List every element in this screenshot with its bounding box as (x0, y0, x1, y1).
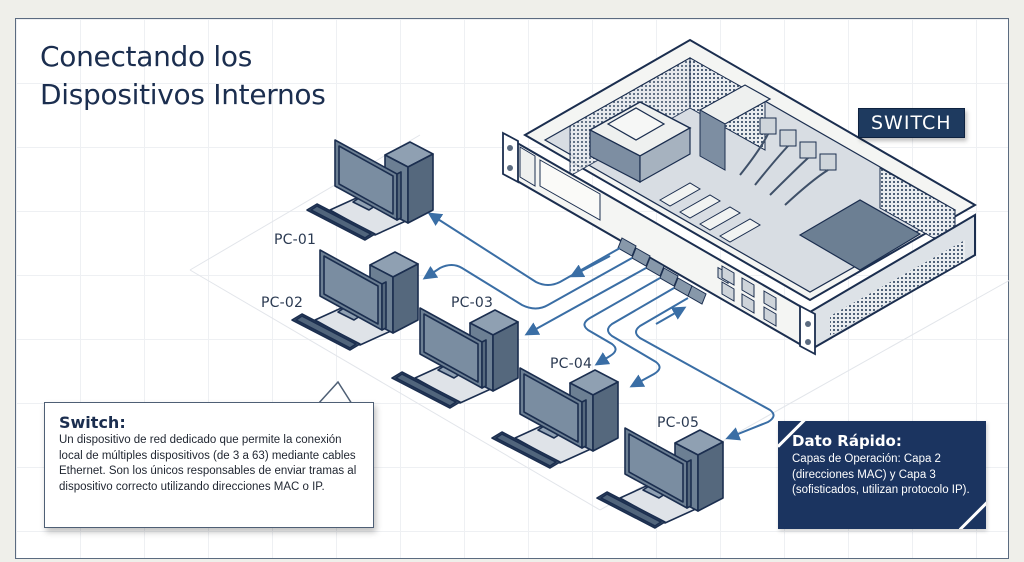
pc-label-1: PC-01 (274, 232, 317, 248)
cable-pc-05a (607, 287, 675, 388)
fact-heading: Dato Rápido: (792, 432, 902, 450)
monitor-display (523, 373, 579, 443)
title-line-1: Conectando los (40, 40, 253, 73)
pc-workstation-3[interactable] (391, 307, 519, 409)
switch-label: SWITCH (858, 108, 965, 138)
internal-cables (739, 133, 829, 206)
keyboard-keys (310, 205, 372, 239)
memory-slots (659, 182, 761, 243)
keyboard-keys (295, 315, 357, 349)
cable-pc-01 (427, 212, 621, 286)
uplink-arrow-out (569, 255, 611, 278)
pc-workstation-1[interactable] (306, 139, 434, 241)
chip-top (606, 107, 666, 141)
cable-pc-03 (524, 267, 647, 336)
fact-body: Capas de Operación: Capa 2 (direcciones … (792, 453, 970, 496)
status-panel (519, 146, 536, 187)
fact-corner-bottom (958, 500, 986, 529)
monitor-edge (686, 459, 692, 509)
front-label-panel (539, 159, 601, 221)
pc-label-5: PC-05 (657, 415, 700, 431)
pc-workstation-2[interactable] (291, 249, 419, 351)
monitor-display (423, 313, 479, 383)
cable-pc-05 (635, 297, 775, 441)
keyboard-keys (600, 493, 662, 527)
monitor-display (338, 145, 394, 215)
heatsink (798, 199, 922, 271)
tower-side (392, 263, 419, 334)
page-title: Conectando los Dispositivos Internos (40, 38, 326, 114)
pcs-layer (291, 139, 724, 529)
tower-side (492, 321, 519, 392)
switch-side-vent (830, 240, 965, 336)
rack-screw (805, 321, 811, 327)
tower-side (697, 441, 724, 512)
tower-side (407, 153, 434, 224)
rack-ear-right (799, 304, 816, 356)
pc-label-3: PC-03 (451, 295, 494, 311)
internal-ports (759, 117, 837, 171)
pc-workstation-4[interactable] (491, 367, 619, 469)
rack-screw (507, 145, 513, 151)
rack-screw (507, 165, 513, 171)
power-supply-front (639, 126, 691, 184)
callout-heading: Switch: (59, 413, 126, 432)
monitor-edge (381, 281, 387, 331)
callout-tail (316, 380, 354, 405)
pc-label-4: PC-04 (550, 356, 593, 372)
callout-body: Un dispositivo de red dedicado que permi… (59, 434, 357, 493)
rack-ear-left (502, 131, 519, 184)
monitor-edge (581, 399, 587, 449)
cable-connectors (617, 237, 707, 305)
keyboard-keys (495, 433, 557, 467)
keyboard-keys (395, 373, 457, 407)
switch-device[interactable] (502, 38, 977, 356)
monitor-display (323, 255, 379, 325)
pc-label-2: PC-02 (261, 295, 304, 311)
rack-screw (805, 339, 811, 345)
tower-side (592, 381, 619, 452)
title-line-2: Dispositivos Internos (40, 78, 326, 111)
uplink-arrow-in (655, 306, 687, 325)
monitor-edge (481, 339, 487, 389)
switch-info-callout: Switch: Un dispositivo de red dedicado q… (44, 402, 374, 528)
cable-pc-02 (422, 257, 633, 310)
uplink-ports[interactable] (721, 265, 777, 327)
network-cables (422, 212, 775, 441)
pc-workstation-5[interactable] (596, 427, 724, 529)
monitor-edge (396, 171, 402, 221)
quick-fact-panel: Dato Rápido: Capas de Operación: Capa 2 … (778, 421, 986, 529)
module-board-side (699, 109, 726, 171)
cable-pc-04 (583, 277, 661, 366)
monitor-display (628, 433, 684, 503)
